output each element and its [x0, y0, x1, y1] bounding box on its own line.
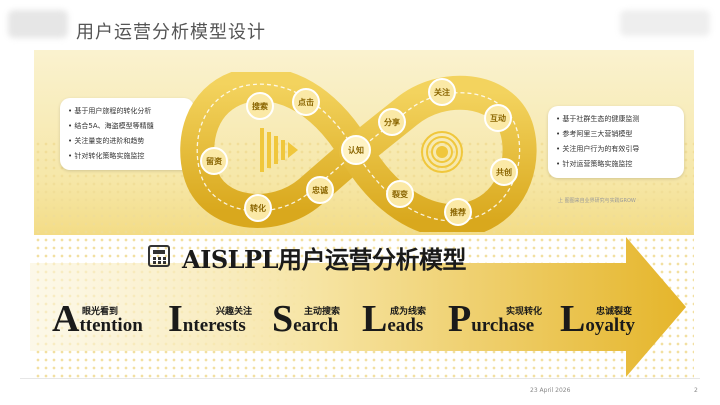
right-note-3: 关注用户行为的有效引导	[556, 142, 676, 157]
right-note-4: 针对运营策略实施监控	[556, 157, 676, 172]
left-note-3: 关注量变的进阶和趋势	[68, 134, 186, 149]
stage-leads-cn: 成为线索	[390, 307, 427, 317]
node-search: 搜索	[246, 92, 274, 120]
svg-text:搜索: 搜索	[252, 101, 268, 111]
slide-title: 用户运营分析模型设计	[76, 22, 266, 43]
stage-loyalty: Loyalty 忠诚裂变	[560, 298, 635, 340]
node-fission: 裂变	[386, 180, 414, 208]
svg-text:关注: 关注	[434, 87, 450, 97]
svg-text:裂变: 裂变	[391, 189, 408, 199]
page-number: 2	[694, 387, 698, 394]
svg-text:认知: 认知	[348, 145, 364, 155]
play-funnel-icon	[260, 128, 298, 172]
left-note-2: 结合5A、海盗模型等精髓	[68, 119, 186, 134]
model-title: AISLPL用户运营分析模型	[182, 245, 466, 274]
node-convert: 转化	[244, 194, 272, 222]
calculator-icon	[148, 245, 170, 267]
node-recommend: 推荐	[444, 198, 472, 226]
left-note-card: 基于用户旅程的转化分析 结合5A、海盗模型等精髓 关注量变的进阶和趋势 针对转化…	[60, 98, 194, 170]
left-note-1: 基于用户旅程的转化分析	[68, 104, 186, 119]
svg-text:忠诚: 忠诚	[312, 185, 328, 195]
stage-attention: Attention 眼光看到	[52, 298, 143, 340]
node-share: 分享	[378, 108, 406, 136]
svg-text:转化: 转化	[250, 203, 266, 213]
stage-search-cn: 主动搜索	[304, 307, 341, 317]
stage-loyalty-cn: 忠诚裂变	[596, 307, 633, 317]
logo-blur-right	[620, 10, 710, 36]
left-note-4: 针对转化策略实施监控	[68, 149, 186, 164]
footer-date: 23 April 2026	[530, 387, 571, 394]
node-interact: 互动	[484, 104, 512, 132]
node-click: 点击	[292, 88, 320, 116]
right-note-2: 参考阿里三大营销模型	[556, 127, 676, 142]
stage-purchase-cn: 实现转化	[506, 307, 543, 317]
node-loyal: 忠诚	[306, 176, 334, 204]
infinity-loop-diagram: 搜索 点击 留资 转化 忠诚 认知 分享 关注 互动 共创 推荐 裂变	[180, 72, 537, 232]
svg-text:互动: 互动	[490, 113, 506, 123]
svg-text:留资: 留资	[206, 156, 222, 166]
stage-interests-cn: 兴趣关注	[216, 307, 253, 317]
stage-search: Search 主动搜索	[272, 298, 341, 340]
image-caption: 上 图图来自业界研究与实践GROW	[558, 198, 636, 204]
stage-arrow	[30, 237, 686, 377]
right-note-1: 基于社群生态的健康监测	[556, 112, 676, 127]
logo-blur	[8, 10, 68, 38]
stage-interests: Interests 兴趣关注	[168, 298, 253, 340]
node-cocreate: 共创	[490, 158, 518, 186]
svg-text:点击: 点击	[298, 97, 314, 107]
stage-attention-cn: 眼光看到	[82, 307, 119, 317]
svg-text:分享: 分享	[384, 117, 400, 127]
stage-leads: Leads 成为线索	[362, 298, 427, 340]
right-note-card: 基于社群生态的健康监测 参考阿里三大营销模型 关注用户行为的有效引导 针对运营策…	[548, 106, 684, 178]
target-ripple-icon	[421, 131, 463, 173]
node-follow: 关注	[428, 78, 456, 106]
svg-text:推荐: 推荐	[450, 207, 466, 217]
stage-purchase: Purchase 实现转化	[448, 298, 543, 340]
node-lead: 留资	[200, 147, 228, 175]
footer-divider	[20, 378, 700, 379]
svg-text:共创: 共创	[496, 167, 512, 177]
node-center: 认知	[341, 135, 371, 165]
